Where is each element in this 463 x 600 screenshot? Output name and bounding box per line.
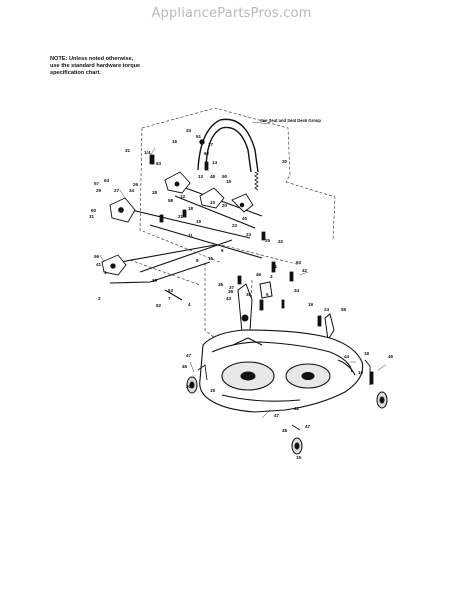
deck-hanger-links xyxy=(237,281,335,342)
part-number-label: 42 xyxy=(302,268,308,273)
part-number-label: 23 xyxy=(246,232,252,237)
part-number-label: 55 xyxy=(341,307,347,312)
part-number-label: 7 xyxy=(168,296,171,301)
part-number-label: 8 xyxy=(196,258,199,263)
part-number-label: 15 xyxy=(226,179,232,184)
part-number-label: 18 xyxy=(188,206,194,211)
note-line-3: specification chart. xyxy=(50,70,101,76)
leader-lines xyxy=(99,121,387,419)
part-number-label: 31 xyxy=(89,214,95,219)
part-number-label: 47 xyxy=(305,424,311,429)
part-number-label: 28 xyxy=(152,190,158,195)
dashed-reference-lines xyxy=(129,107,336,341)
lift-handle-assembly xyxy=(197,118,259,173)
lift-spring xyxy=(254,171,259,191)
part-number-label: 43 xyxy=(226,296,232,301)
part-number-label: 14 xyxy=(212,160,218,165)
part-number-label: 37 xyxy=(229,285,235,290)
part-number-label: 19 xyxy=(358,370,364,375)
part-number-label: 4 xyxy=(188,302,191,307)
linkage-rods xyxy=(109,185,263,301)
part-number-label: 26 xyxy=(133,182,139,187)
part-number-label: 29 xyxy=(96,188,102,193)
part-number-label: 27 xyxy=(114,188,120,193)
part-number-label: 36 xyxy=(228,289,234,294)
part-number-label: 20 xyxy=(186,384,192,389)
part-number-label: 39 xyxy=(152,278,158,283)
part-number-label: 20 xyxy=(222,203,228,208)
part-number-label: 56 xyxy=(94,254,100,259)
part-number-label: 19 xyxy=(210,388,216,393)
part-number-label: 60 xyxy=(91,208,97,213)
part-number-label: 19 xyxy=(308,302,314,307)
part-number-label: 13 xyxy=(198,174,204,179)
part-number-label: 41 xyxy=(96,262,102,267)
part-number-label: 62 xyxy=(204,151,210,156)
watermark-text: AppliancePartsPros.com xyxy=(151,6,312,21)
part-number-label: 9 xyxy=(221,248,224,253)
part-number-label: 22 xyxy=(232,223,238,228)
part-number-label: 64 xyxy=(104,178,110,183)
part-number-label: 1/4 xyxy=(144,150,151,155)
part-number-label: 58 xyxy=(168,198,174,203)
part-number-label: 38 xyxy=(246,292,252,297)
left-pivot-brackets xyxy=(101,171,254,276)
part-number-label: 61 xyxy=(272,264,278,269)
mower-deck xyxy=(199,329,364,413)
part-number-label: 3 xyxy=(270,274,273,279)
part-number-label: 44 xyxy=(344,354,350,359)
part-number-label: 15 xyxy=(296,455,302,460)
part-number-label: 45 xyxy=(182,364,188,369)
part-number-label: 33 xyxy=(186,128,192,133)
note-line-1: NOTE: Unless noted otherwise, xyxy=(50,56,134,62)
part-number-label: 24 xyxy=(324,307,330,312)
wheel-brackets xyxy=(197,359,374,431)
part-number-label: 30 xyxy=(282,159,288,164)
part-number-label: 57 xyxy=(94,181,100,186)
part-number-label: 34 xyxy=(294,288,300,293)
part-number-label: 46 xyxy=(256,272,262,277)
part-number-label: 35 xyxy=(218,282,224,287)
part-number-label: 17 xyxy=(208,142,214,147)
part-number-label: 45 xyxy=(388,354,394,359)
part-number-label: 42 xyxy=(294,406,300,411)
part-number-label: 40 xyxy=(242,216,248,221)
gauge-wheels xyxy=(186,376,388,455)
part-number-label: 16 xyxy=(172,139,178,144)
part-number-label: 63 xyxy=(156,161,162,166)
part-number-label: 51 xyxy=(196,134,202,139)
part-number-label: 25 xyxy=(265,238,271,243)
part-number-label: 47 xyxy=(274,413,280,418)
part-number-label: 34 xyxy=(129,188,135,193)
part-number-label: 63 xyxy=(296,260,302,265)
part-number-label: 11 xyxy=(188,233,193,238)
part-number-label: 10 xyxy=(210,200,216,205)
part-number-label: 52 xyxy=(156,303,162,308)
part-number-label: 50 xyxy=(222,174,228,179)
part-number-label: 48 xyxy=(282,428,288,433)
see-seat-annotation: See Seat and Seat Deck Group xyxy=(260,118,321,123)
bolts-and-pins xyxy=(149,154,322,327)
part-number-label: 53 xyxy=(168,288,174,293)
part-number-label: 5 xyxy=(266,292,269,297)
part-number-label: 32 xyxy=(278,239,284,244)
part-number-label: 2 xyxy=(98,296,101,301)
part-number-label: 18 xyxy=(364,351,370,356)
note-text-block: NOTE: Unless noted otherwise, use the st… xyxy=(50,56,250,77)
part-number-label: 15 xyxy=(208,256,214,261)
note-line-2: use the standard hardware torque xyxy=(50,63,141,69)
part-number-label: 21 xyxy=(178,214,184,219)
part-number-label: 31 xyxy=(125,148,131,153)
part-number-label: 19 xyxy=(196,219,202,224)
part-number-label: 12 xyxy=(180,194,186,199)
part-number-label: 47 xyxy=(186,353,192,358)
part-number-label: 48 xyxy=(210,174,216,179)
part-number-label: 1 xyxy=(104,270,107,275)
